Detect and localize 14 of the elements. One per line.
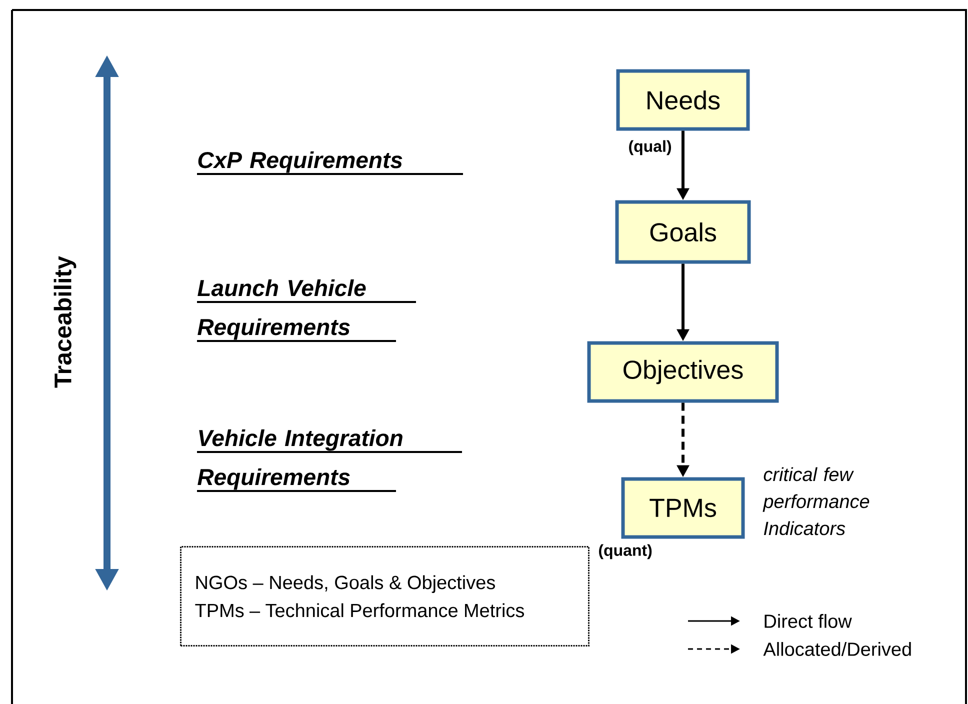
annotation: (qual) [629, 140, 672, 156]
axis-label: Traceability [54, 256, 76, 388]
requirement-heading: Vehicle Integration Requirements [196, 429, 463, 492]
annotation: critical few performance Indicators [762, 467, 870, 536]
process-box: Objectives [587, 341, 779, 403]
legend-label: Direct flow [764, 614, 852, 628]
annotation: (quant) [599, 544, 652, 560]
notes-box: NGOs – Needs, Goals & Objectives TPMs – Technical Performance Metrics [180, 546, 590, 646]
requirement-heading: CxP Requirements [197, 151, 463, 175]
requirement-heading: Launch Vehicle Requirements [196, 279, 417, 342]
legend-label: Allocated/Derived [763, 642, 911, 656]
process-box: Needs [616, 69, 750, 131]
process-box: Goals [615, 200, 751, 264]
process-box: TPMs [621, 477, 745, 539]
